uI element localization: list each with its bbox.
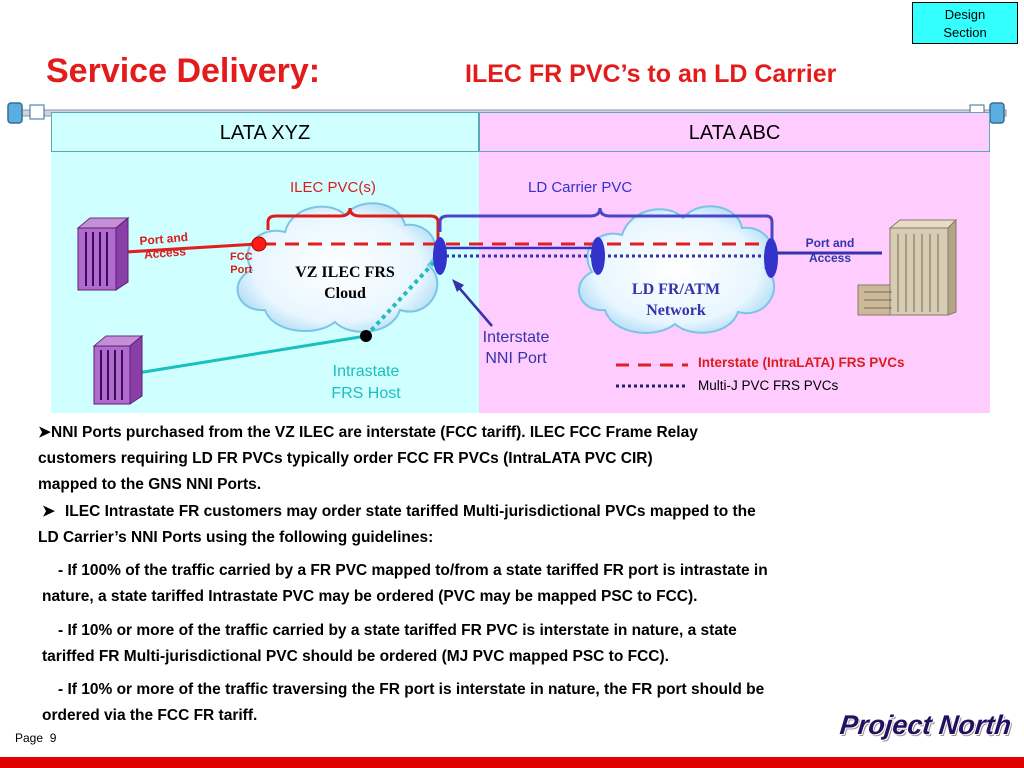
paragraph-line-text: NNI Ports purchased from the VZ ILEC are… bbox=[51, 424, 698, 441]
guideline-3: - If 10% or more of the traffic traversi… bbox=[42, 677, 764, 729]
nni-arrow bbox=[454, 282, 493, 327]
cloud-left-line2: Cloud bbox=[324, 285, 366, 302]
paragraph-line: ➤ ILEC Intrastate FR customers may order … bbox=[38, 499, 998, 525]
intrastate-line1: Intrastate bbox=[332, 363, 400, 380]
guideline-1: - If 100% of the traffic carried by a FR… bbox=[42, 558, 768, 610]
fcc-port-label: FCC Port bbox=[230, 251, 253, 277]
footer-rule bbox=[0, 757, 1024, 768]
fcc-port-line2: Port bbox=[230, 264, 253, 276]
port-access-right-line1: Port and bbox=[805, 236, 855, 250]
cloud-left-line1: VZ ILEC FRS bbox=[295, 264, 395, 281]
cloud-right-label: LD FR/ATM Network bbox=[606, 279, 746, 321]
ld-fr-atm-cloud-icon bbox=[578, 205, 776, 334]
guideline-line: ordered via the FCC FR tariff. bbox=[42, 707, 258, 724]
cloud-right-line1: LD FR/ATM bbox=[631, 281, 721, 298]
intrastate-host-line bbox=[124, 334, 367, 377]
page-number: Page 9 bbox=[15, 731, 56, 745]
ld-carrier-pvc-brace bbox=[438, 207, 774, 242]
port-access-left-label: Port and Access bbox=[139, 230, 190, 262]
bar-square-left-icon bbox=[29, 104, 45, 120]
legend-multij-label: Multi-J PVC FRS PVCs bbox=[698, 378, 839, 393]
bullet-arrow-icon: ➤ bbox=[38, 424, 51, 441]
section-badge-line1: Design bbox=[944, 7, 986, 22]
left-access-line bbox=[125, 242, 259, 254]
nni-arrowhead-icon bbox=[452, 279, 464, 292]
section-badge-line2: Section bbox=[943, 25, 987, 40]
page-title: Service Delivery: bbox=[46, 52, 321, 90]
vz-ilec-cloud-icon bbox=[236, 202, 439, 333]
nni-port-label: Interstate NNI Port bbox=[466, 327, 566, 369]
paragraph-intrastate-pvcs: ➤ ILEC Intrastate FR customers may order … bbox=[38, 499, 998, 551]
port-access-right-line2: Access bbox=[808, 251, 852, 265]
guideline-2: - If 10% or more of the traffic carried … bbox=[42, 618, 737, 670]
guideline-line: - If 10% or more of the traffic traversi… bbox=[58, 681, 765, 698]
ilec-pvc-label: ILEC PVC(s) bbox=[290, 179, 376, 196]
ld-carrier-building-icon bbox=[857, 218, 958, 316]
paragraph-line-text: ILEC Intrastate FR customers may order s… bbox=[65, 503, 756, 520]
page-number-value: 9 bbox=[49, 731, 57, 745]
nni-port-ld-oval bbox=[591, 237, 605, 275]
intrastate-dotted-line bbox=[364, 256, 440, 338]
ld-carrier-pvc-label: LD Carrier PVC bbox=[528, 179, 633, 196]
guideline-line: tariffed FR Multi-jurisdictional PVC sho… bbox=[42, 648, 669, 665]
paragraph-line: ➤NNI Ports purchased from the VZ ILEC ar… bbox=[38, 420, 698, 446]
paragraph-nni-ports: ➤NNI Ports purchased from the VZ ILEC ar… bbox=[38, 420, 698, 498]
nni-line2: NNI Port bbox=[485, 350, 547, 367]
cloud-right-line2: Network bbox=[646, 302, 706, 319]
lata-left-header: LATA XYZ bbox=[51, 112, 479, 152]
bullet-arrow-icon: ➤ bbox=[42, 503, 55, 520]
page-subtitle: ILEC FR PVC’s to an LD Carrier bbox=[465, 60, 837, 88]
paragraph-line: mapped to the GNS NNI Ports. bbox=[38, 476, 262, 493]
intrastate-host-server-icon bbox=[92, 334, 144, 405]
guideline-line: nature, a state tariffed Intrastate PVC … bbox=[42, 588, 698, 605]
intrastate-line2: FRS Host bbox=[331, 385, 401, 402]
bar-cap-right-icon bbox=[989, 102, 1005, 124]
guideline-line: - If 100% of the traffic carried by a FR… bbox=[58, 562, 768, 579]
page-label: Page bbox=[15, 731, 44, 745]
customer-server-icon bbox=[76, 216, 130, 291]
guideline-line: - If 10% or more of the traffic carried … bbox=[58, 622, 737, 639]
paragraph-line: LD Carrier’s NNI Ports using the followi… bbox=[38, 529, 434, 546]
intrastate-port-dot bbox=[360, 330, 372, 342]
project-north-logo: Project North bbox=[838, 710, 1013, 740]
paragraph-line: customers requiring LD FR PVCs typically… bbox=[38, 450, 653, 467]
lata-right-header: LATA ABC bbox=[479, 112, 990, 152]
legend-interstate-label: Interstate (IntraLATA) FRS PVCs bbox=[698, 355, 905, 370]
nni-port-ilec-oval bbox=[433, 237, 447, 275]
section-badge: Design Section bbox=[912, 2, 1018, 44]
ld-access-port-oval bbox=[764, 238, 778, 278]
network-diagram bbox=[76, 202, 958, 405]
fcc-port-dot bbox=[251, 236, 267, 252]
fcc-port-line1: FCC bbox=[230, 251, 253, 263]
intrastate-host-label: Intrastate FRS Host bbox=[310, 361, 422, 405]
cloud-left-label: VZ ILEC FRS Cloud bbox=[275, 262, 415, 304]
bar-cap-left-icon bbox=[7, 102, 23, 124]
port-access-right-label: Port and Access bbox=[794, 236, 866, 266]
nni-line1: Interstate bbox=[482, 329, 550, 346]
ilec-pvc-brace bbox=[266, 207, 440, 240]
